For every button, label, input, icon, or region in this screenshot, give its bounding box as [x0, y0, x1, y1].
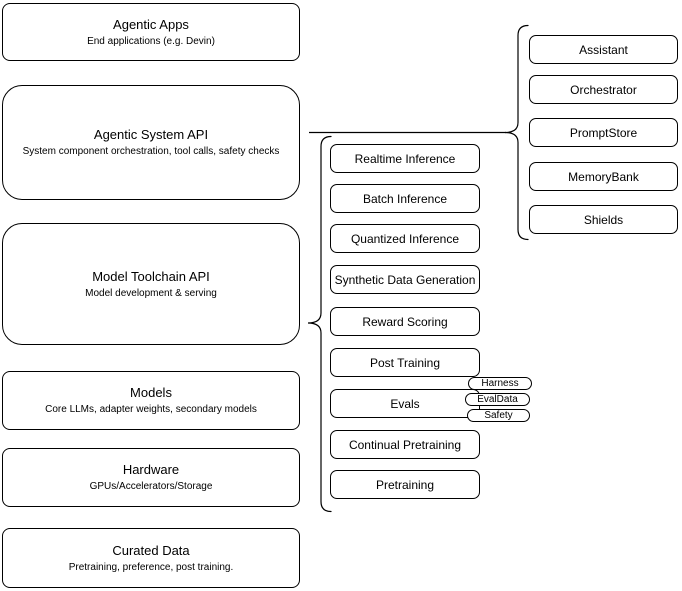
- pill-label: Harness: [481, 378, 519, 389]
- node-title: Agentic Apps: [113, 16, 189, 32]
- system-components-brace: [504, 24, 529, 241]
- node-label: Evals: [390, 396, 420, 411]
- pill-safety: Safety: [467, 409, 530, 422]
- node-reward-scoring: Reward Scoring: [330, 307, 480, 336]
- node-synthetic-data-generation: Synthetic Data Generation: [330, 265, 480, 294]
- pill-label: Safety: [484, 410, 513, 421]
- node-label: Batch Inference: [362, 191, 448, 206]
- pill-harness: Harness: [468, 377, 532, 390]
- node-evals: Evals: [330, 389, 480, 418]
- node-label: MemoryBank: [568, 169, 639, 184]
- node-quantized-inference: Quantized Inference: [330, 224, 480, 253]
- node-label: Shields: [583, 212, 624, 227]
- node-subtitle: Core LLMs, adapter weights, secondary mo…: [45, 404, 257, 415]
- node-label: Quantized Inference: [350, 231, 460, 246]
- node-batch-inference: Batch Inference: [330, 184, 480, 213]
- pill-evaldata: EvalData: [465, 393, 530, 406]
- node-title: Agentic System API: [93, 127, 209, 142]
- node-shields: Shields: [529, 205, 678, 234]
- node-label: Realtime Inference: [354, 151, 456, 166]
- node-label: Continual Pretraining: [348, 437, 462, 452]
- toolchain-components-brace: [307, 135, 332, 513]
- node-subtitle: GPUs/Accelerators/Storage: [89, 481, 213, 492]
- node-memorybank: MemoryBank: [529, 162, 678, 191]
- node-label: Post Training: [369, 355, 441, 370]
- node-label: Reward Scoring: [362, 314, 448, 329]
- node-hardware: Hardware GPUs/Accelerators/Storage: [2, 448, 300, 507]
- node-label: Orchestrator: [570, 82, 637, 97]
- node-pretraining: Pretraining: [330, 470, 480, 499]
- node-title: Hardware: [122, 462, 180, 477]
- node-assistant: Assistant: [529, 35, 678, 64]
- node-orchestrator: Orchestrator: [529, 75, 678, 104]
- node-models: Models Core LLMs, adapter weights, secon…: [2, 371, 300, 430]
- node-model-toolchain-api: Model Toolchain API Model development & …: [2, 223, 300, 345]
- node-subtitle: System component orchestration, tool cal…: [22, 146, 280, 157]
- node-title: Curated Data: [112, 542, 190, 558]
- node-agentic-system-api: Agentic System API System component orch…: [2, 85, 300, 200]
- node-agentic-apps: Agentic Apps End applications (e.g. Devi…: [2, 3, 300, 61]
- node-continual-pretraining: Continual Pretraining: [330, 430, 480, 459]
- node-realtime-inference: Realtime Inference: [330, 144, 480, 173]
- node-label: Synthetic Data Generation: [334, 272, 476, 287]
- node-label: Pretraining: [375, 477, 435, 492]
- node-label: PromptStore: [569, 125, 638, 140]
- node-post-training: Post Training: [330, 348, 480, 377]
- node-promptstore: PromptStore: [529, 118, 678, 147]
- node-curated-data: Curated Data Pretraining, preference, po…: [2, 528, 300, 588]
- pill-label: EvalData: [477, 394, 518, 405]
- node-subtitle: Pretraining, preference, post training.: [68, 561, 234, 573]
- node-subtitle: Model development & serving: [85, 287, 217, 299]
- node-subtitle: End applications (e.g. Devin): [87, 35, 215, 47]
- node-title: Models: [130, 385, 172, 400]
- node-label: Assistant: [579, 42, 628, 57]
- node-title: Model Toolchain API: [92, 268, 210, 284]
